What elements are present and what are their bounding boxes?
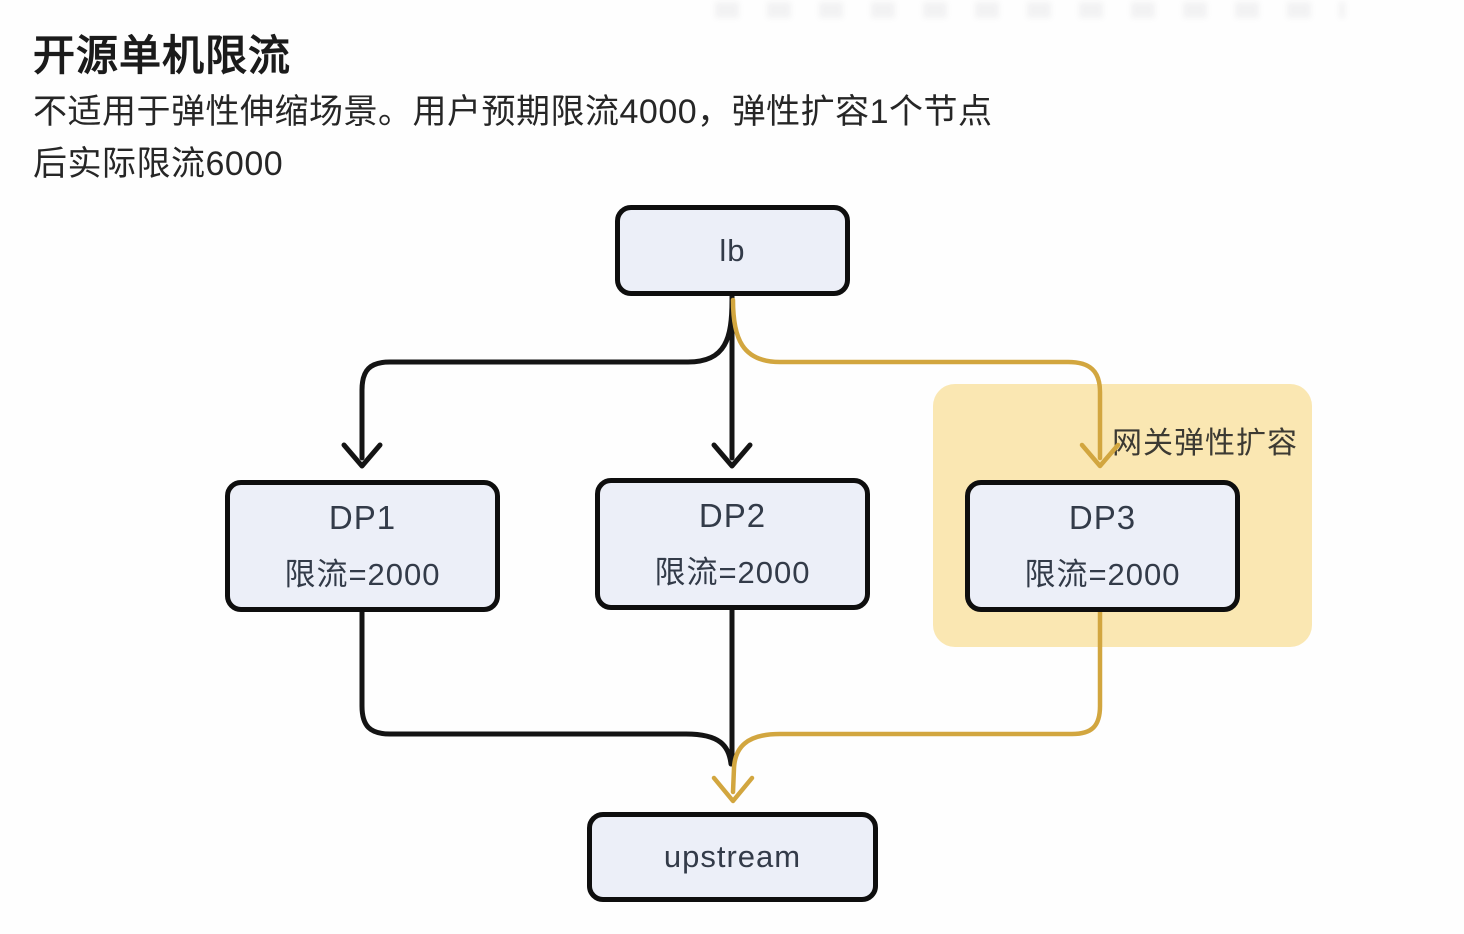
edge-lb-dp3 [730,297,1121,469]
node-upstream: upstream [587,812,878,902]
node-lb: lb [615,205,850,296]
node-lb-label: lb [719,232,746,268]
node-dp2-label: DP2 [698,496,767,534]
node-dp3: DP3 限流=2000 [965,480,1240,612]
page-title: 开源单机限流 [33,32,292,79]
cropped-text-artifact [715,2,1345,18]
node-upstream-label: upstream [663,839,802,874]
node-dp3-limit: 限流=2000 [1024,556,1181,592]
elastic-scaling-label: 网关弹性扩容 [1112,427,1298,460]
node-dp3-label: DP3 [1068,498,1137,536]
description-line-1: 不适用于弹性伸缩场景。用户预期限流4000，弹性扩容1个节点 [33,93,993,131]
node-dp1-label: DP1 [328,498,397,536]
edge-lb-dp1 [341,297,735,469]
description-line-2: 后实际限流6000 [33,145,284,183]
node-dp1-limit: 限流=2000 [284,556,441,592]
edge-dp1-merge [359,609,734,767]
edge-dp3-upstream [711,609,1103,804]
node-dp2: DP2 限流=2000 [595,478,870,610]
node-dp2-limit: 限流=2000 [654,554,811,590]
node-dp1: DP1 限流=2000 [225,480,500,612]
